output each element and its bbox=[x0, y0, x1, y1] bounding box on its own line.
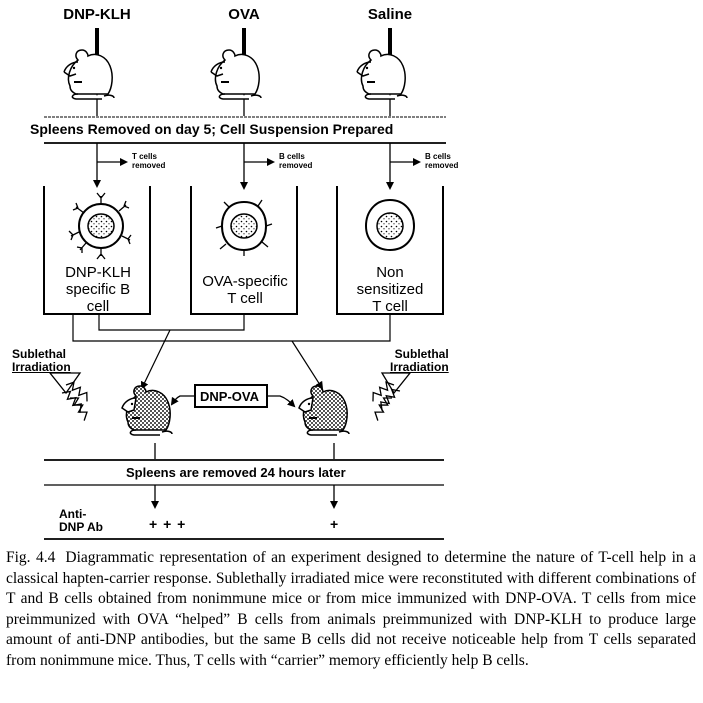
removal-note-1-line1: T cells bbox=[132, 152, 157, 161]
removal-note-1: T cells removed bbox=[132, 152, 165, 170]
cell-label-ova-line2: T cell bbox=[227, 290, 263, 307]
cell-label-ova-t-cell: OVA-specific T cell bbox=[202, 273, 288, 307]
recipient-mouse-right bbox=[298, 385, 350, 436]
removal-note-3-line1: B cells bbox=[425, 152, 451, 161]
readout-label-line1: Anti- bbox=[59, 507, 87, 521]
recipient-mouse-left bbox=[121, 385, 173, 436]
cell-label-ova-line1: OVA-specific bbox=[202, 273, 288, 290]
donor-mouse-saline bbox=[356, 28, 408, 100]
irradiation-right-icon bbox=[367, 372, 412, 422]
cell-label-naive-line2: sensitized bbox=[356, 281, 424, 298]
readout-label-line2: DNP Ab bbox=[59, 520, 104, 534]
naive-t-cell-illustration bbox=[364, 198, 416, 252]
figure-number: Fig. 4.4 bbox=[6, 549, 56, 566]
immunogen-label-saline: Saline bbox=[367, 6, 413, 23]
removal-note-2: B cells removed bbox=[279, 152, 312, 170]
removal-note-2-line1: B cells bbox=[279, 152, 305, 161]
cell-label-b-line1: DNP-KLH bbox=[65, 264, 131, 281]
cell-label-naive-t-cell: Non sensitized T cell bbox=[357, 264, 424, 315]
cell-label-b-cell: DNP-KLH specific B cell bbox=[65, 264, 131, 315]
irradiation-left-icon bbox=[48, 372, 94, 422]
cell-label-b-line3: cell bbox=[86, 298, 110, 315]
removal-note-3-line2: removed bbox=[425, 161, 459, 170]
readout-label: Anti- DNP Ab bbox=[59, 508, 103, 534]
irradiation-right-line1: Sublethal bbox=[394, 347, 449, 361]
irradiation-label-left: Sublethal Irradiation bbox=[12, 348, 71, 374]
irradiation-label-right: Sublethal Irradiation bbox=[390, 348, 449, 374]
diagram-graphics bbox=[43, 28, 446, 540]
result-right: + bbox=[330, 516, 339, 532]
removal-note-2-line2: removed bbox=[279, 161, 313, 170]
ova-t-cell-illustration bbox=[215, 199, 273, 256]
immunogen-label-dnp-klh: DNP-KLH bbox=[63, 6, 131, 23]
caption-text: Diagrammatic representation of an experi… bbox=[6, 549, 696, 669]
combination-lines bbox=[72, 314, 391, 390]
donor-mouse-ova bbox=[210, 28, 262, 100]
irradiation-left-line2: Irradiation bbox=[12, 360, 71, 374]
result-left: + + + bbox=[149, 516, 187, 532]
b-cell-illustration bbox=[68, 192, 132, 260]
dnp-ova-label: DNP-OVA bbox=[200, 389, 259, 404]
cell-label-naive-line1: Non bbox=[376, 264, 404, 281]
experiment-diagram: DNP-KLH OVA Saline Spleens Removed on da… bbox=[12, 6, 458, 540]
separation-arrows bbox=[93, 143, 421, 190]
column-b-cell bbox=[43, 186, 151, 315]
irradiation-right-line2: Irradiation bbox=[390, 360, 449, 374]
removal-note-3: B cells removed bbox=[425, 152, 458, 170]
step2-label: Spleens are removed 24 hours later bbox=[126, 465, 346, 480]
donor-mouse-dnp-klh bbox=[63, 28, 115, 100]
step1-label: Spleens Removed on day 5; Cell Suspensio… bbox=[30, 121, 394, 137]
removal-note-1-line2: removed bbox=[132, 161, 166, 170]
immunogen-label-ova: OVA bbox=[228, 6, 260, 23]
cell-label-naive-line3: T cell bbox=[372, 298, 408, 315]
cell-label-b-line2: specific B bbox=[65, 281, 131, 298]
irradiation-left-line1: Sublethal bbox=[12, 347, 67, 361]
